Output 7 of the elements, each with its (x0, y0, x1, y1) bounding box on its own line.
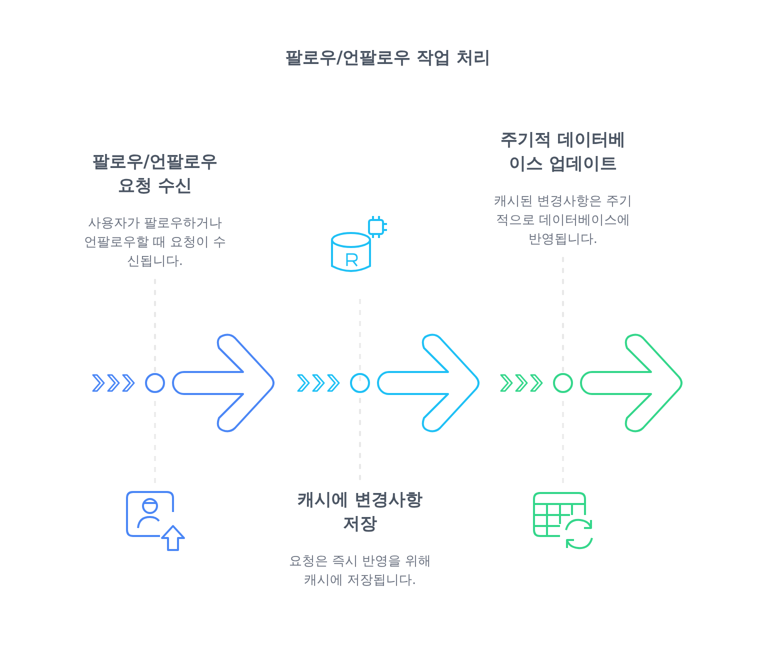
step-description: 사용자가 팔로우하거나 언팔로우할 때 요청이 수신됩니다. (82, 215, 228, 271)
step-heading: 캐시에 변경사항 저장 (296, 489, 424, 536)
step-heading: 팔로우/언팔로우 요청 수신 (91, 151, 219, 198)
step-heading: 주기적 데이터베이스 업데이트 (500, 129, 626, 176)
step-description: 요청은 즉시 반영을 위해 캐시에 저장됩니다. (288, 553, 432, 590)
step-description: 캐시된 변경사항은 주기적으로 데이터베이스에 반영됩니다. (492, 193, 634, 249)
title: 팔로우/언팔로우 작업 처리 (284, 47, 492, 70)
